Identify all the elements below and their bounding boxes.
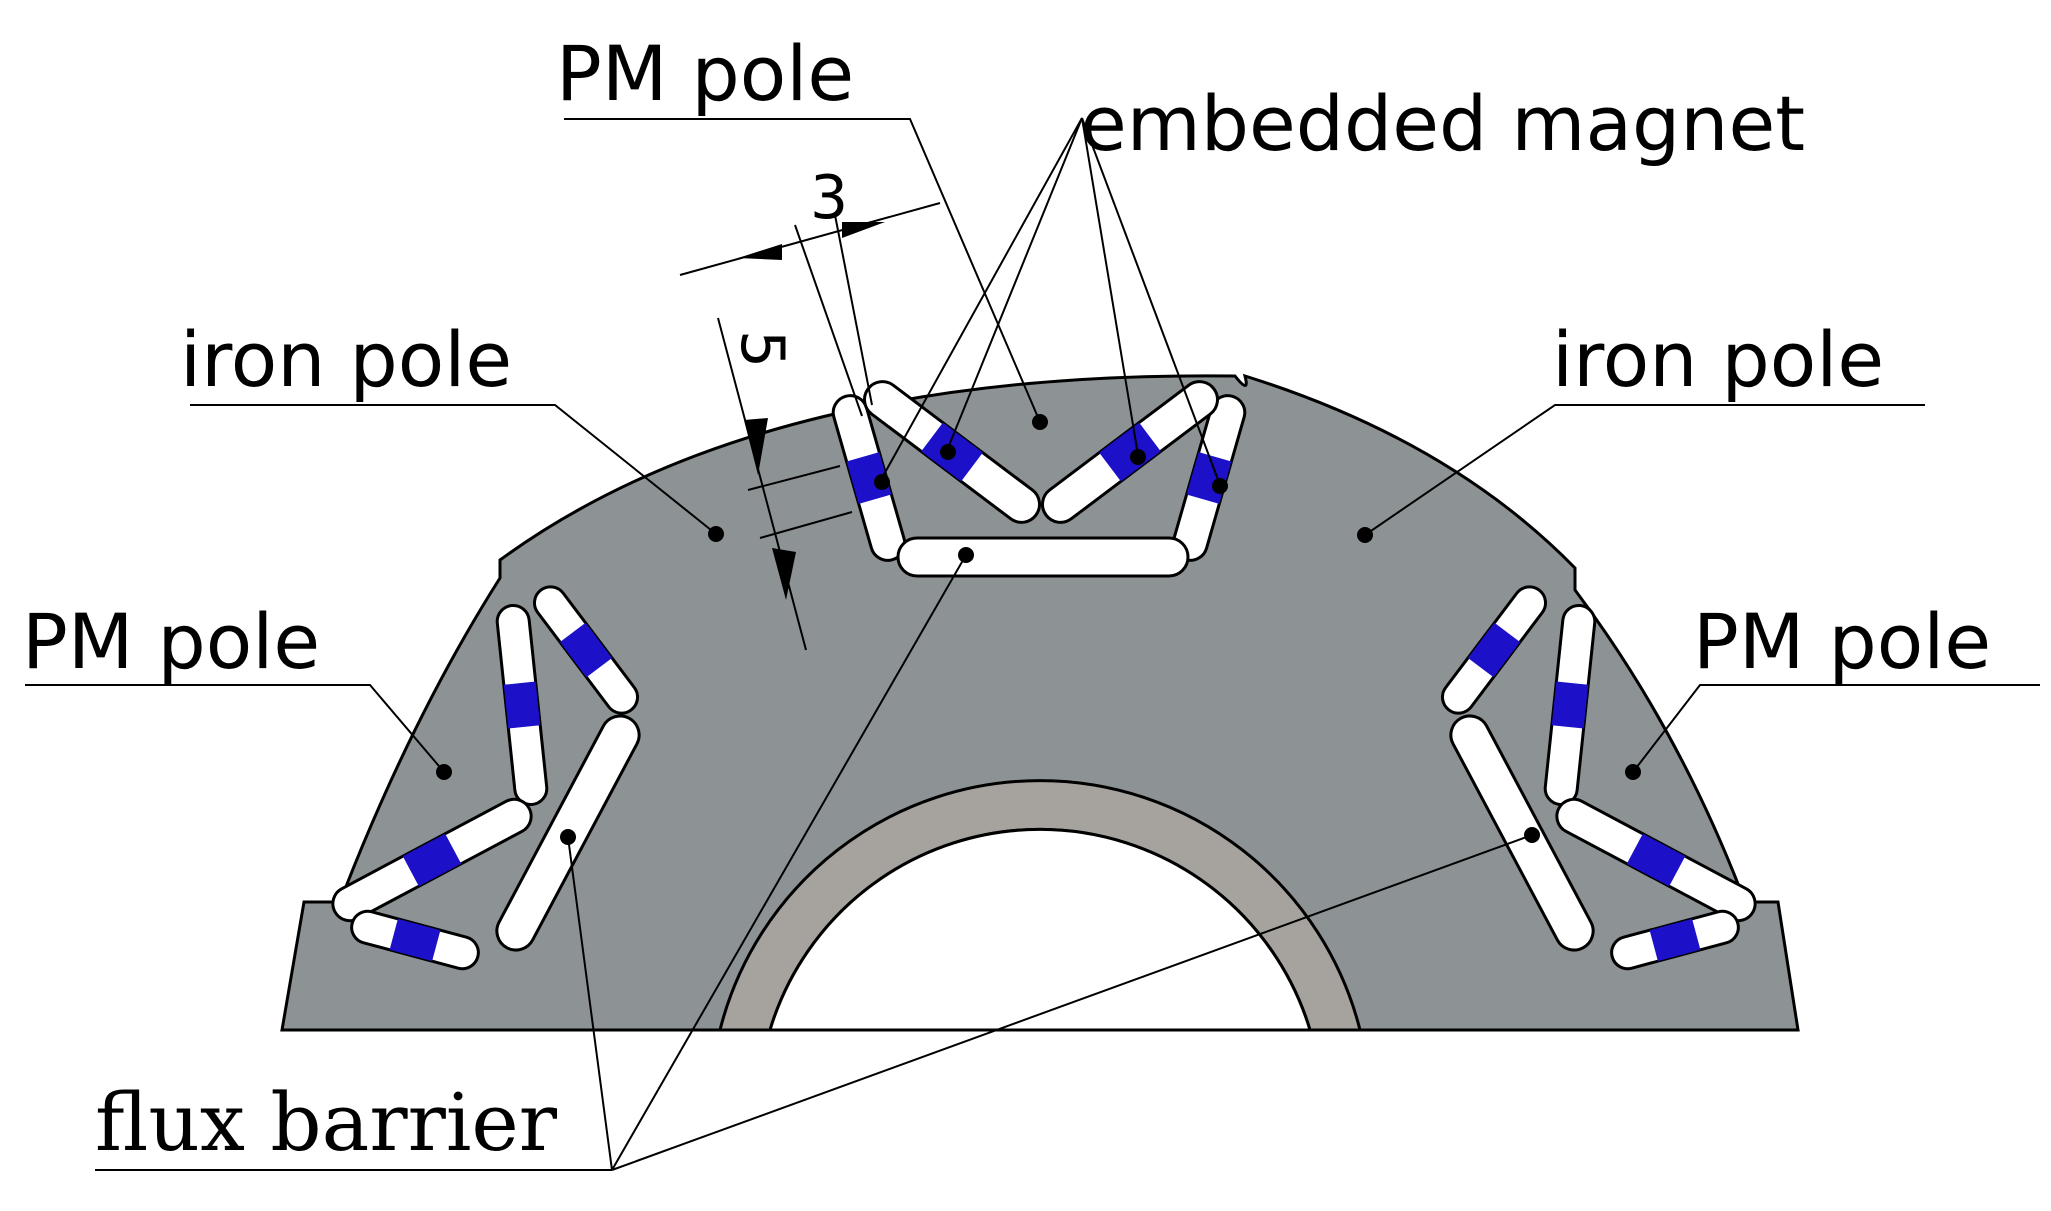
white-bottom	[0, 1032, 2051, 1211]
dimension-3: 3	[679, 163, 941, 417]
left-pm-pole-group	[331, 585, 641, 971]
right-pm-pole-group	[1440, 585, 1757, 971]
label-iron-pole-left: iron pole	[180, 315, 512, 404]
label-pm-pole-left: PM pole	[22, 597, 320, 686]
label-flux-barrier: flux barrier	[95, 1076, 558, 1169]
shaft-hole	[767, 827, 1313, 1032]
dimension-5-label: 5	[727, 330, 797, 368]
dimension-5: 5	[717, 317, 853, 651]
leaders	[25, 117, 2040, 1171]
rotor-lamination	[280, 373, 1800, 1032]
label-iron-pole-right: iron pole	[1552, 315, 1884, 404]
dimension-3-label: 3	[810, 163, 848, 233]
label-embedded-magnet: embedded magnet	[1080, 79, 1805, 168]
label-pm-pole-top: PM pole	[556, 29, 854, 118]
label-pm-pole-right: PM pole	[1693, 597, 1991, 686]
